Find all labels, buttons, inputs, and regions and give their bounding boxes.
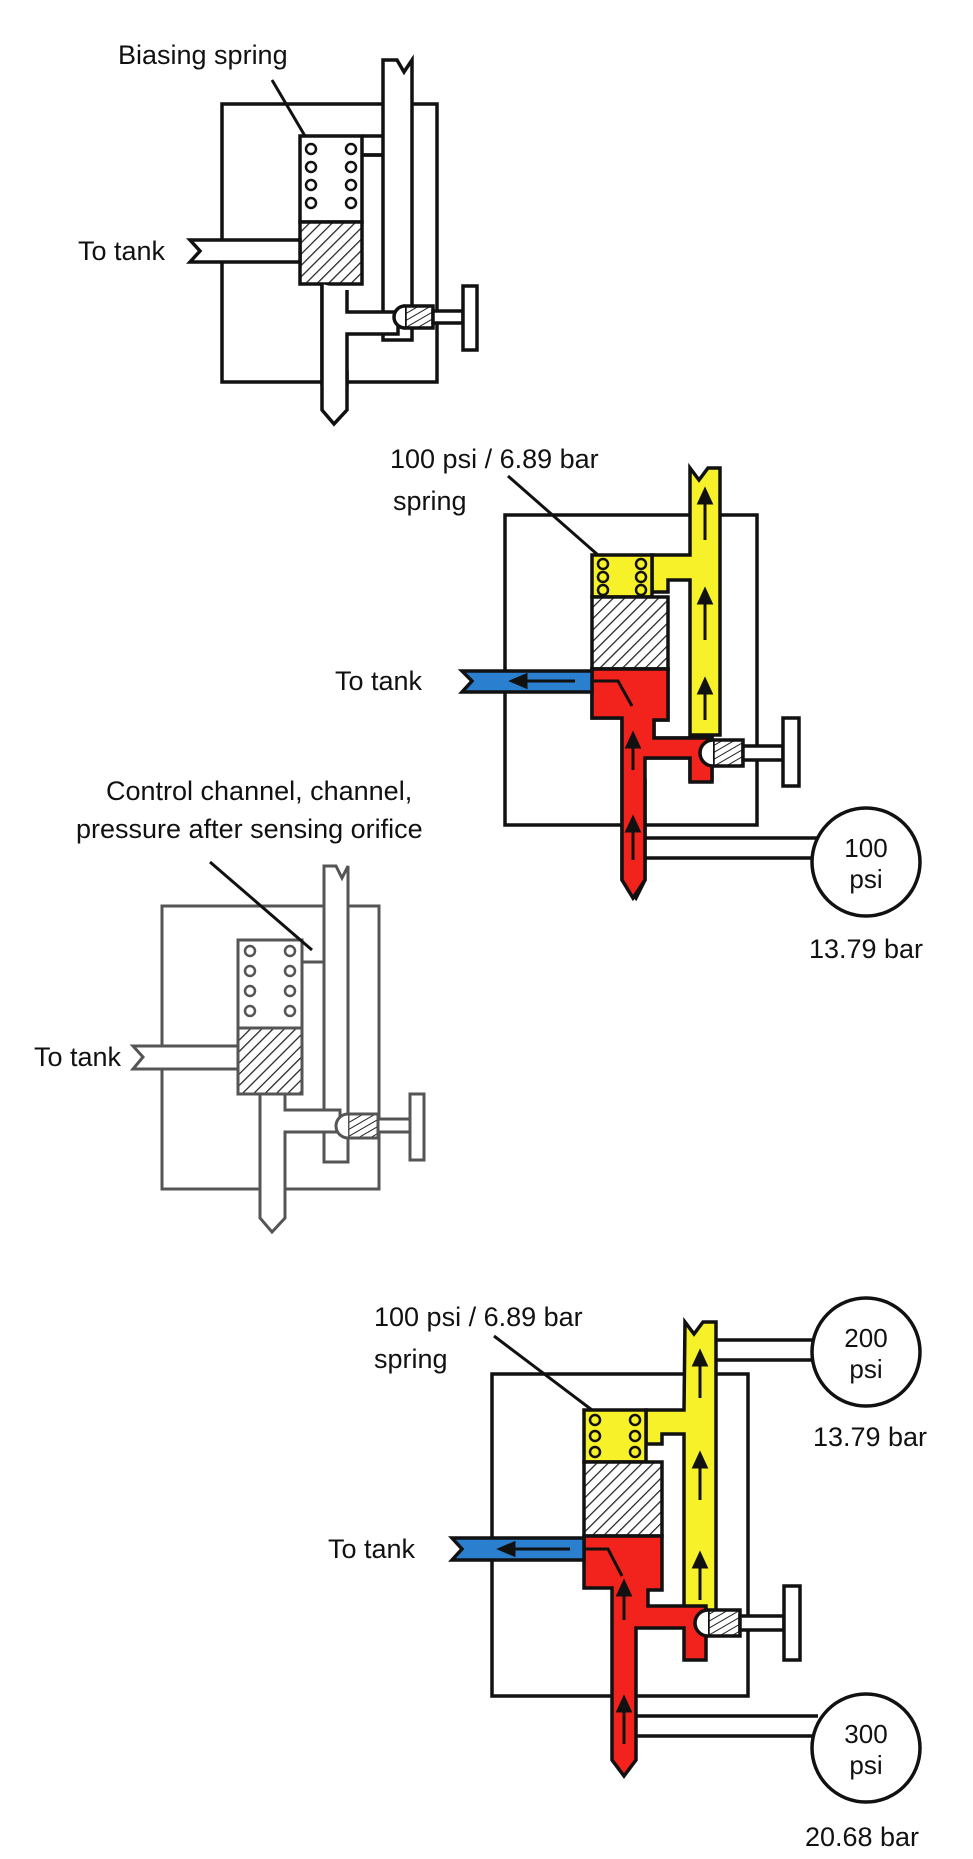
- label-spring-4b: spring: [374, 1344, 448, 1374]
- adjusting-screw: [711, 738, 745, 768]
- label-to-tank-1: To tank: [78, 236, 166, 266]
- label-spring-2a: 100 psi / 6.89 bar: [390, 444, 599, 474]
- pressure-gauge-1: 100 psi: [810, 806, 922, 918]
- screw-shaft: [738, 1614, 786, 1632]
- gauge-line: [645, 836, 818, 860]
- gauge-sub-label: 13.79 bar: [809, 934, 923, 964]
- gauge-sub-label: 13.79 bar: [813, 1422, 927, 1452]
- spring-coils: [596, 557, 648, 597]
- pressure-gauge-2: 200 psi: [810, 1296, 922, 1408]
- inlet-line: [258, 1092, 342, 1235]
- adjusting-screw: [706, 1608, 742, 1638]
- gauge-line-top: [716, 1338, 818, 1362]
- label-control-channel-a: Control channel, channel,: [106, 776, 412, 806]
- piston: [298, 220, 364, 286]
- flow-arrows-2: [508, 486, 714, 860]
- adjusting-screw: [403, 304, 435, 330]
- screw-shaft: [741, 744, 785, 762]
- piston: [582, 1460, 664, 1538]
- screw-knob: [408, 1092, 426, 1162]
- valve-diagram-4: [448, 1316, 818, 1779]
- screw-knob: [782, 1584, 802, 1662]
- label-to-tank-3: To tank: [34, 1042, 122, 1072]
- gauge-value: 100: [844, 833, 887, 863]
- valve-diagram-2: [457, 462, 818, 902]
- piston: [236, 1026, 304, 1096]
- valve-diagram-3: [129, 860, 426, 1235]
- spring-coils: [243, 944, 297, 1018]
- tank-line: [129, 1044, 240, 1071]
- screw-knob: [461, 284, 479, 352]
- label-control-channel-b: pressure after sensing orifice: [76, 814, 423, 844]
- gauge-line-bottom: [636, 1714, 818, 1738]
- pressure-line: [582, 1534, 708, 1779]
- spring-coils: [304, 142, 358, 210]
- label-spring-2b: spring: [393, 486, 467, 516]
- flow-arrows-4: [496, 1348, 709, 1744]
- piston: [590, 595, 670, 671]
- screw-knob: [781, 716, 801, 788]
- gauge-value: 300: [844, 1719, 887, 1749]
- label-biasing-spring: Biasing spring: [118, 40, 288, 70]
- label-to-tank-2: To tank: [335, 666, 423, 696]
- outlet-line: [381, 54, 414, 342]
- outlet-line: [322, 864, 350, 1164]
- screw-shaft: [431, 309, 465, 325]
- gauge-unit: psi: [849, 1354, 882, 1384]
- screw-shaft: [376, 1117, 412, 1134]
- spring-coils: [588, 1413, 642, 1459]
- label-spring-4a: 100 psi / 6.89 bar: [374, 1302, 583, 1332]
- tank-line: [186, 238, 302, 264]
- gauge-unit: psi: [849, 864, 882, 894]
- label-to-tank-4: To tank: [328, 1534, 416, 1564]
- gauge-sub-label: 20.68 bar: [805, 1822, 919, 1852]
- pressure-gauge-3: 300 psi: [810, 1692, 922, 1804]
- gauge-value: 200: [844, 1323, 887, 1353]
- valve-diagram-1: [186, 54, 479, 427]
- gauge-unit: psi: [849, 1750, 882, 1780]
- adjusting-screw: [346, 1112, 380, 1140]
